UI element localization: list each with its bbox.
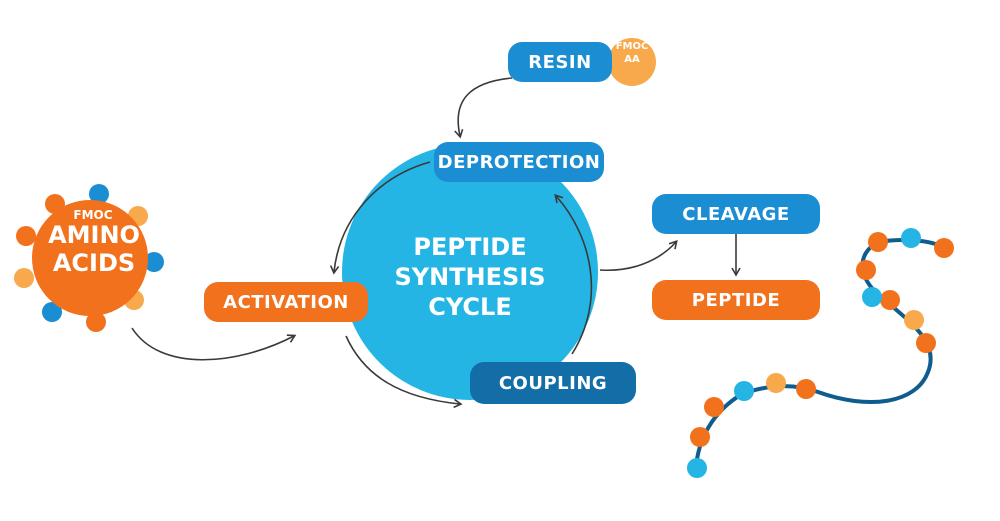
cleavage-label: CLEAVAGE — [682, 203, 790, 225]
peptide-label: PEPTIDE — [691, 289, 781, 311]
peptide-bead — [868, 232, 888, 252]
resin-label: RESIN — [528, 51, 592, 73]
amino-acids-fmoc: FMOC — [73, 208, 113, 222]
amino-acids-line2: ACIDS — [52, 249, 136, 277]
aa-bead — [16, 226, 36, 246]
cleavage-step: CLEAVAGE — [652, 194, 820, 234]
amino-acids-line1: AMINO — [48, 221, 140, 249]
arrow-cycle-to-cleavage — [599, 240, 678, 272]
arrow-coupling-to-deprotection — [554, 194, 593, 355]
resin-step: RESIN — [508, 42, 612, 82]
peptide-bead — [734, 381, 754, 401]
arrow-activation-to-coupling — [345, 335, 463, 409]
fmoc-aa-label: FMOC AA — [608, 40, 656, 66]
arrow-deprotection-to-activation — [329, 161, 431, 275]
cycle-circle — [342, 144, 598, 400]
deprotection-label: DEPROTECTION — [437, 151, 601, 173]
fmoc-aa-line2: AA — [624, 54, 640, 65]
peptide-bead — [687, 458, 707, 478]
arrow-aminoacids-to-activation — [131, 327, 297, 361]
cycle-title-line3: CYCLE — [428, 293, 512, 321]
peptide-bead — [796, 379, 816, 399]
peptide-bead — [934, 238, 954, 258]
peptide-bead — [704, 397, 724, 417]
arrow-resin-to-deprotection — [454, 77, 513, 139]
peptide-bead — [916, 333, 936, 353]
aa-bead — [86, 312, 106, 332]
activation-step: ACTIVATION — [204, 282, 368, 322]
coupling-label: COUPLING — [498, 372, 608, 394]
peptide-bead — [862, 287, 882, 307]
cycle-title-line1: PEPTIDE — [413, 233, 527, 261]
peptide-bead — [904, 310, 924, 330]
peptide-bead — [856, 260, 876, 280]
peptide-chain — [687, 228, 954, 478]
aa-bead — [14, 268, 34, 288]
peptide-step: PEPTIDE — [652, 280, 820, 320]
peptide-bead — [690, 427, 710, 447]
aa-bead — [89, 184, 109, 204]
amino-acids-core — [32, 200, 148, 316]
coupling-step: COUPLING — [470, 362, 636, 404]
cycle-title: PEPTIDE SYNTHESIS CYCLE — [392, 232, 548, 322]
deprotection-step: DEPROTECTION — [434, 142, 604, 182]
amino-acids-cluster — [14, 184, 164, 332]
aa-bead — [144, 252, 164, 272]
peptide-bead — [901, 228, 921, 248]
cycle-title-line2: SYNTHESIS — [394, 263, 546, 291]
peptide-bead — [880, 290, 900, 310]
aa-bead — [42, 302, 62, 322]
peptide-backbone — [694, 238, 946, 469]
activation-label: ACTIVATION — [223, 291, 349, 313]
fmoc-aa-badge — [608, 38, 656, 86]
peptide-bead — [766, 373, 786, 393]
fmoc-aa-line1: FMOC — [615, 41, 649, 52]
